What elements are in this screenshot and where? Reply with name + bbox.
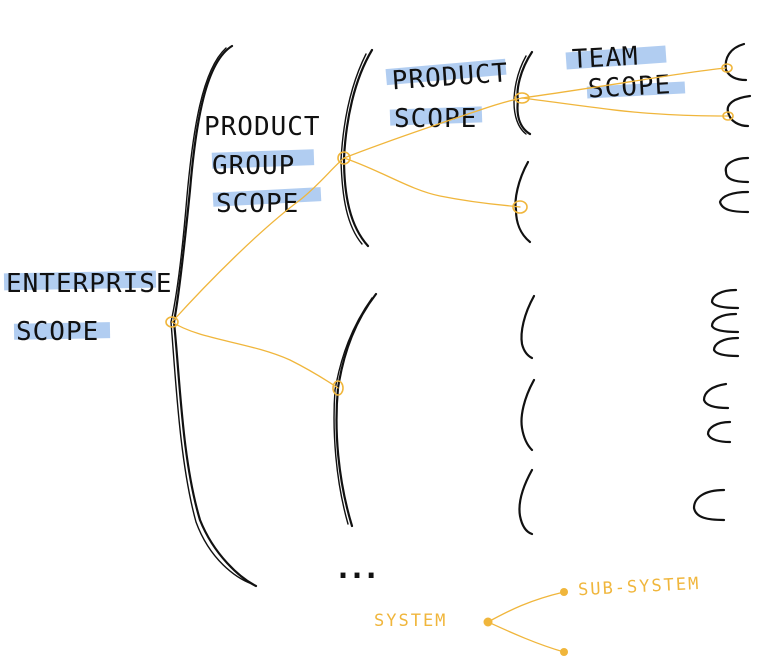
product-highlight-2	[389, 106, 483, 126]
legend-system-label: SYSTEM	[374, 611, 447, 631]
legend-connector-1	[487, 591, 565, 623]
product-bracket-1-stroke2	[513, 55, 527, 135]
product-group-bracket-2	[335, 292, 378, 528]
enterprise-label-line2: SCOPE	[16, 317, 99, 347]
product-label-line2: SCOPE	[394, 104, 477, 134]
connector-group-to-product-1	[343, 97, 523, 159]
team-label-line1: TEAM	[571, 42, 639, 75]
connector-lines	[171, 67, 729, 653]
team-highlight-2	[586, 81, 686, 99]
node-group-2	[332, 380, 344, 396]
enterprise-bracket	[172, 44, 258, 588]
team-label-line2: SCOPE	[587, 70, 672, 104]
product-group-label-line1: PRODUCT	[204, 112, 321, 142]
team-bracket-10	[692, 488, 726, 522]
product-label-line1: PRODUCT	[391, 58, 509, 96]
node-team-1	[721, 63, 733, 73]
connector-product-to-team-1	[521, 67, 727, 99]
product-bracket-2	[514, 160, 532, 244]
product-group-highlight-2	[212, 187, 322, 207]
legend-subsystem-label: SUB-SYSTEM	[578, 574, 701, 600]
ellipsis: ...	[334, 551, 376, 586]
product-bracket-3	[520, 294, 536, 360]
legend-node-system	[483, 617, 493, 627]
legend-node-subsystem-2	[560, 648, 568, 656]
product-group-highlight-1	[211, 149, 315, 169]
product-group-label-line3: SCOPE	[216, 189, 299, 219]
enterprise-label-line1: ENTERPRISE	[6, 269, 173, 299]
legend-connector-2	[487, 621, 565, 653]
product-group-label-line2: GROUP	[212, 151, 295, 181]
node-enterprise	[165, 316, 179, 328]
legend-node-subsystem-1	[560, 588, 568, 596]
enterprise-highlight-1	[3, 270, 157, 291]
team-bracket-9	[706, 420, 732, 444]
product-bracket-5	[518, 468, 534, 536]
connector-nodes	[165, 63, 734, 656]
product-bracket-4	[520, 378, 536, 452]
node-group-1	[337, 151, 351, 165]
enterprise-highlight-2	[13, 322, 111, 340]
node-product-1	[514, 92, 530, 104]
connector-enterprise-to-group-2	[171, 321, 339, 389]
connector-group-to-product-2	[343, 157, 521, 208]
node-team-2	[722, 111, 734, 121]
team-bracket-3	[724, 156, 750, 184]
connector-product-to-team-2	[521, 97, 729, 117]
team-bracket-8	[702, 382, 730, 410]
team-bracket-2	[726, 94, 752, 128]
product-group-bracket-2-stroke2	[333, 297, 373, 525]
node-product-2	[512, 200, 528, 214]
connector-enterprise-to-group-1	[171, 157, 345, 323]
team-bracket-7	[712, 336, 740, 358]
team-bracket-1	[724, 42, 748, 82]
team-highlight-1	[565, 45, 667, 70]
team-bracket-6	[710, 312, 740, 334]
product-bracket-1	[516, 50, 534, 136]
enterprise-bracket-stroke2	[170, 47, 253, 585]
product-highlight-1	[385, 58, 507, 86]
team-bracket-5	[710, 288, 740, 310]
team-bracket-4	[718, 190, 750, 214]
